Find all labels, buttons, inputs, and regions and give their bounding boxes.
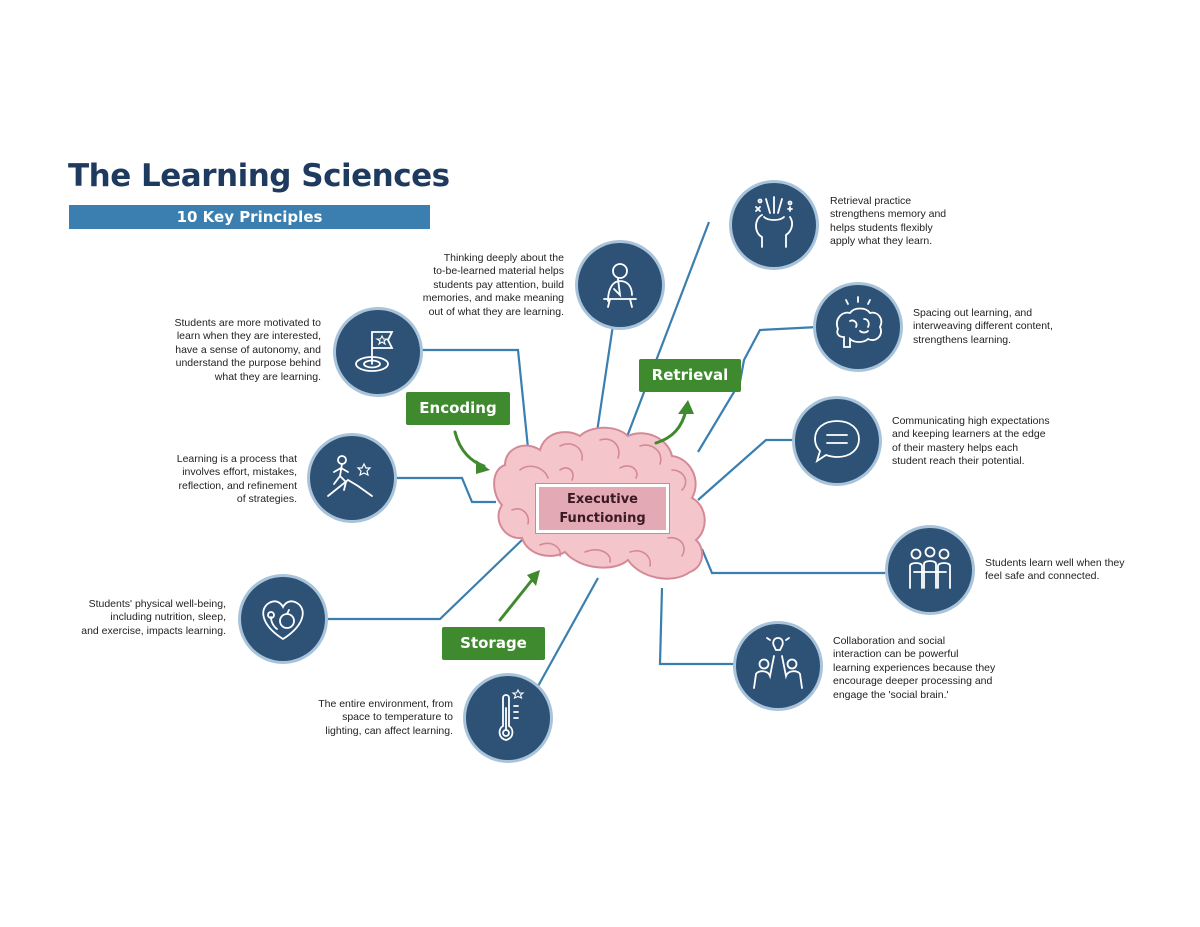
head-ideas-icon — [732, 183, 816, 267]
connector-thinking — [595, 324, 615, 433]
connector-environment — [536, 577, 599, 689]
thermometer-icon — [466, 676, 550, 760]
speech-bubble-icon — [795, 399, 879, 483]
principle-wellbeing-text: Students' physical well-being,including … — [81, 598, 226, 637]
executive-functioning-label: Executive Functioning — [536, 484, 669, 533]
retrieval-arrow — [654, 408, 688, 445]
connector-effort — [394, 476, 496, 504]
heart-apple-icon — [241, 577, 325, 661]
center-line-2: Functioning — [559, 510, 646, 526]
connector-spacing — [697, 325, 819, 453]
connector-collaboration — [658, 587, 738, 666]
connector-wellbeing — [324, 539, 523, 621]
encoding-label: Encoding — [406, 392, 510, 425]
thinker-icon — [578, 243, 662, 327]
storage-arrow — [498, 578, 534, 622]
connector-safety — [700, 548, 888, 575]
connectors — [324, 221, 888, 689]
high-five-icon — [736, 624, 820, 708]
target-flag-icon — [336, 310, 420, 394]
connector-expectations — [697, 438, 796, 501]
brain-icon — [816, 285, 900, 369]
center-line-1: Executive — [566, 491, 638, 507]
connector-retrieval — [623, 221, 711, 443]
climber-icon — [310, 436, 394, 520]
connector-motivation — [420, 348, 530, 449]
encoding-arrow — [453, 430, 486, 468]
page-title: The Learning Sciences — [68, 158, 450, 194]
retrieval-label: Retrieval — [639, 359, 741, 392]
group-icon — [888, 528, 972, 612]
page-subtitle: 10 Key Principles — [69, 205, 430, 229]
storage-label: Storage — [442, 627, 545, 660]
